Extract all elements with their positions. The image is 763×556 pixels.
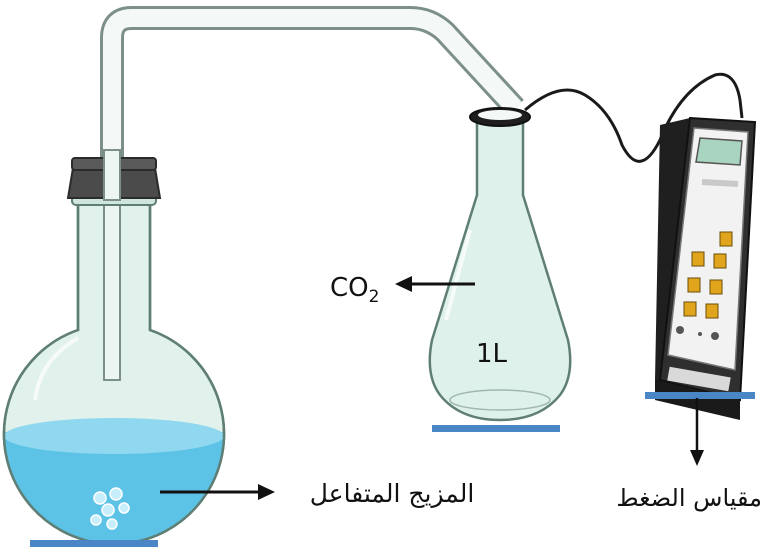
round-bottom-flask — [2, 174, 226, 546]
bubbles — [90, 487, 130, 530]
pressure-meter — [655, 116, 757, 420]
flask-stand-left — [30, 540, 158, 547]
erlenmeyer-flask — [428, 107, 572, 422]
mixture-arrow — [160, 484, 275, 500]
co2-label: CO2 — [330, 273, 379, 307]
rubber-stopper — [66, 149, 162, 201]
co2-arrow — [395, 276, 475, 292]
flask-stand-middle — [432, 425, 560, 432]
reaction-mixture-label: المزيج المتفاعل — [310, 479, 475, 509]
volume-label: 1L — [476, 339, 508, 369]
sensor-wire — [524, 72, 744, 163]
pressure-gauge-label: مقياس الضغط — [616, 484, 762, 512]
meter-stand — [645, 392, 755, 399]
meter-arrow — [690, 398, 704, 466]
meter-buttons — [683, 231, 733, 319]
